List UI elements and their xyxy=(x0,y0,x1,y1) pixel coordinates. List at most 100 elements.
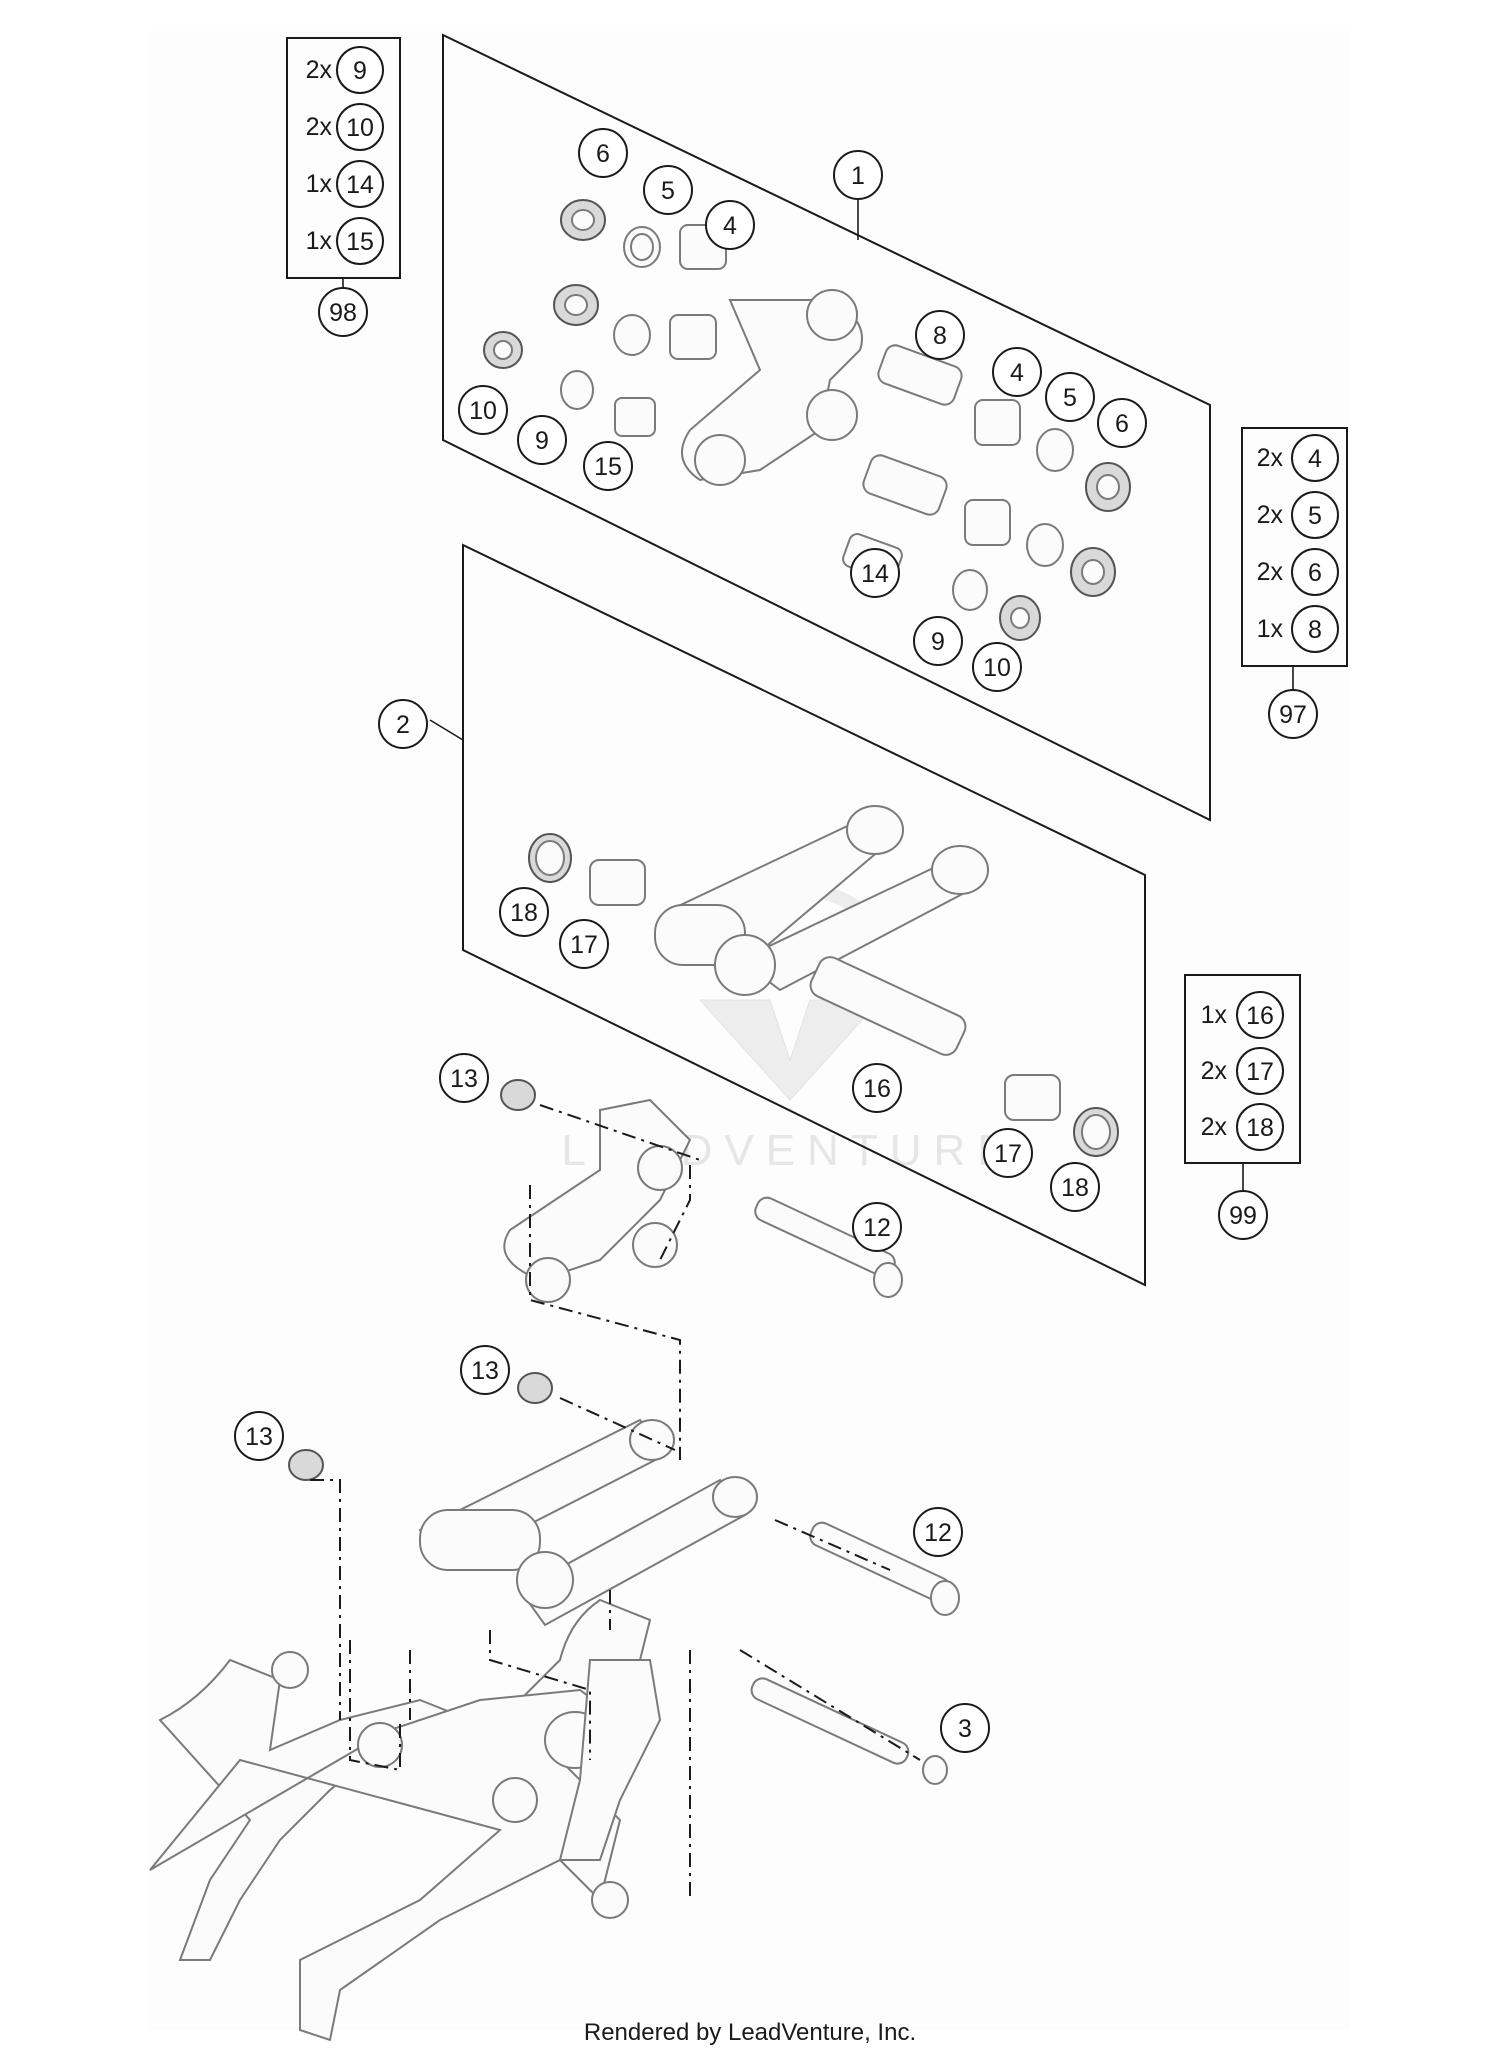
callout-c15: 15 xyxy=(583,441,633,491)
kit-99-id-label: 99 xyxy=(1229,1202,1257,1230)
kit-98-part-0-circle xyxy=(336,46,384,94)
kit-99-part-2: 18 xyxy=(1236,1103,1284,1151)
callout-c3-label: 3 xyxy=(958,1715,972,1743)
kit-99-qty-0: 1x xyxy=(1201,1001,1228,1029)
kit-99-id: 99 xyxy=(1218,1190,1268,1240)
callout-c1: 1 xyxy=(833,150,883,200)
callout-c9b-label: 9 xyxy=(931,628,945,656)
callout-c10a: 10 xyxy=(458,385,508,435)
callout-c13b-circle xyxy=(460,1345,510,1395)
callout-c4a-label: 4 xyxy=(723,212,737,240)
leader-lines xyxy=(429,195,859,741)
callout-c4a: 4 xyxy=(705,200,755,250)
kit-97-id: 97 xyxy=(1268,689,1318,739)
kit-99-qty-1: 2x xyxy=(1201,1057,1228,1085)
kit-98-id: 98 xyxy=(318,287,368,337)
kit-98-part-0: 9 xyxy=(336,46,384,94)
panel1-parts xyxy=(483,199,1131,641)
panel-pull-rod-kit xyxy=(462,543,1146,1287)
kit-98-part-1-label: 10 xyxy=(346,114,374,142)
callout-c5b-label: 5 xyxy=(1063,384,1077,412)
callout-c9a: 9 xyxy=(517,415,567,465)
kit-98-qty-3: 1x xyxy=(306,227,333,255)
callout-c13a: 13 xyxy=(439,1053,489,1103)
callout-c6a-label: 6 xyxy=(596,140,610,168)
callout-c18b: 18 xyxy=(1050,1162,1100,1212)
alignment-lines xyxy=(310,1104,921,1900)
kit-98-part-2-circle xyxy=(336,160,384,208)
kit-97-part-2-circle xyxy=(1291,548,1339,596)
kit-98-part-3: 15 xyxy=(336,217,384,265)
callout-c18a-label: 18 xyxy=(510,899,538,927)
callout-c14: 14 xyxy=(850,548,900,598)
callout-c17b-circle xyxy=(983,1128,1033,1178)
kit-99-part-2-label: 18 xyxy=(1246,1114,1274,1142)
kit-98-part-1-circle xyxy=(336,103,384,151)
callout-c18a: 18 xyxy=(499,887,549,937)
callout-c3-circle xyxy=(940,1703,990,1753)
callout-c2-label: 2 xyxy=(396,711,410,739)
kit-98-part-3-label: 15 xyxy=(346,228,374,256)
kit-98-qty-1: 2x xyxy=(306,113,333,141)
callout-c9b-circle xyxy=(913,616,963,666)
panel-lever-kit xyxy=(442,33,1211,822)
callout-c4b: 4 xyxy=(992,347,1042,397)
kit-98-id-circle xyxy=(318,287,368,337)
callout-c15-label: 15 xyxy=(594,453,622,481)
kit-98-qty-0: 2x xyxy=(306,56,333,84)
callout-c10a-circle xyxy=(458,385,508,435)
callout-c8-label: 8 xyxy=(933,322,947,350)
kit-99-qty-2: 2x xyxy=(1201,1113,1228,1141)
callout-c2: 2 xyxy=(378,699,428,749)
footer-credit: Rendered by LeadVenture, Inc. xyxy=(584,2019,916,2046)
kit-97-part-2-label: 6 xyxy=(1308,559,1322,587)
kit-97-id-label: 97 xyxy=(1279,701,1307,729)
callout-c17b-label: 17 xyxy=(994,1140,1022,1168)
kit-97-qty-2: 2x xyxy=(1257,558,1284,586)
kit-97-part-3-circle xyxy=(1291,605,1339,653)
kit-98-id-label: 98 xyxy=(329,299,357,327)
callout-c6b: 6 xyxy=(1097,398,1147,448)
callout-c2-circle xyxy=(378,699,428,749)
kit-97-part-2: 6 xyxy=(1291,548,1339,596)
kit-97-part-1: 5 xyxy=(1291,491,1339,539)
callout-c5b: 5 xyxy=(1045,372,1095,422)
assembly-parts xyxy=(149,1079,960,2042)
kit-98-qty-2: 1x xyxy=(306,170,333,198)
kit-99-part-1: 17 xyxy=(1236,1047,1284,1095)
kit-99-part-2-circle xyxy=(1236,1103,1284,1151)
callout-c13c-circle xyxy=(234,1411,284,1461)
callout-c5a-circle xyxy=(643,165,693,215)
callout-c16: 16 xyxy=(852,1063,902,1113)
callout-c6b-label: 6 xyxy=(1115,410,1129,438)
callout-c9b: 9 xyxy=(913,616,963,666)
kit-97-part-1-label: 5 xyxy=(1308,502,1322,530)
panel2-parts xyxy=(528,805,1119,1157)
callout-c10b-label: 10 xyxy=(983,654,1011,682)
kit-97-id-circle xyxy=(1268,689,1318,739)
callout-c13b: 13 xyxy=(460,1345,510,1395)
kit-99-part-1-circle xyxy=(1236,1047,1284,1095)
callout-c9a-label: 9 xyxy=(535,427,549,455)
kit-98-part-0-label: 9 xyxy=(353,57,367,85)
callout-c13a-label: 13 xyxy=(450,1065,478,1093)
callout-c18a-circle xyxy=(499,887,549,937)
callout-c8-circle xyxy=(915,310,965,360)
callout-c13c: 13 xyxy=(234,1411,284,1461)
callout-c12a-circle xyxy=(852,1202,902,1252)
callout-c5a: 5 xyxy=(643,165,693,215)
callout-c10b: 10 xyxy=(972,642,1022,692)
callout-c14-label: 14 xyxy=(861,560,889,588)
kit-99-part-0: 16 xyxy=(1236,991,1284,1039)
callout-c16-label: 16 xyxy=(863,1075,891,1103)
callout-c15-circle xyxy=(583,441,633,491)
callout-c12a: 12 xyxy=(852,1202,902,1252)
kit-97-qty-1: 2x xyxy=(1257,501,1284,529)
kit-99-part-0-label: 16 xyxy=(1246,1002,1274,1030)
kit-99-part-0-circle xyxy=(1236,991,1284,1039)
callout-c6a: 6 xyxy=(578,128,628,178)
callout-c6a-circle xyxy=(578,128,628,178)
